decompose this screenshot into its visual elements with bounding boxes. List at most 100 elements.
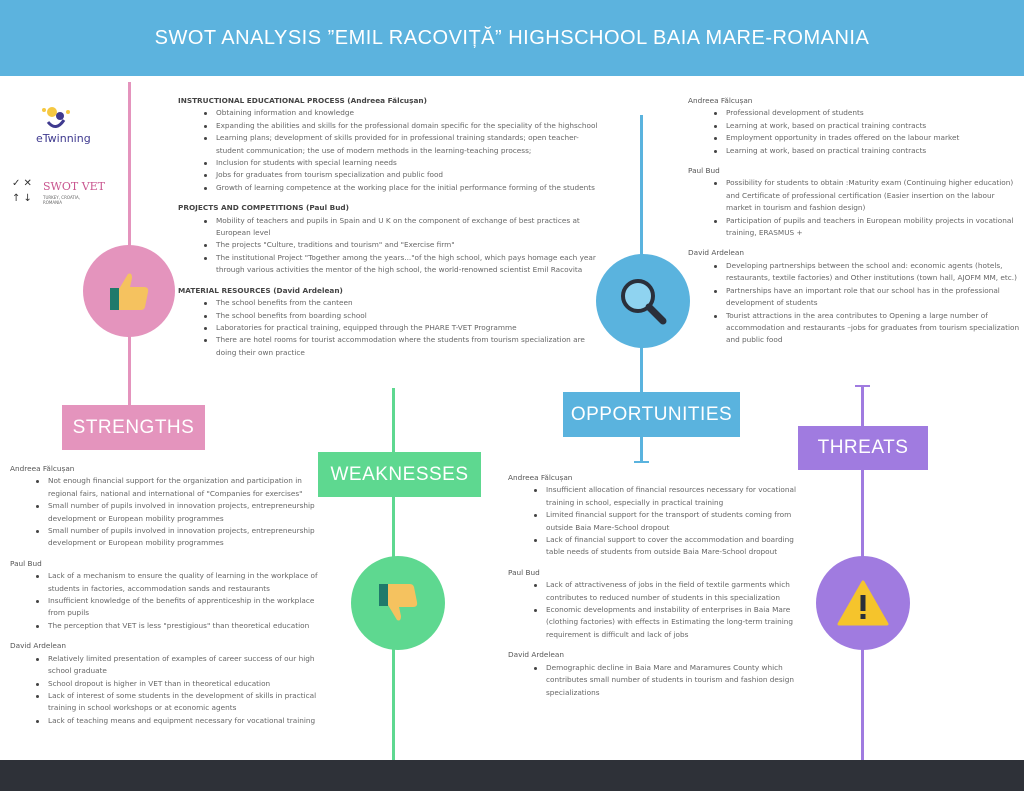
threats-line-cap	[855, 385, 870, 387]
list-item: Lack of attractiveness of jobs in the fi…	[534, 579, 808, 604]
list-item: Not enough financial support for the org…	[36, 475, 330, 500]
list-item: Growth of learning competence at the wor…	[204, 182, 598, 194]
thumbs-down-icon	[379, 584, 418, 621]
swot-vet-logo-text: SWOT VET	[43, 180, 106, 193]
list-item: The perception that VET is less "prestig…	[36, 620, 330, 632]
strengths-label: STRENGTHS	[62, 405, 205, 450]
swot-vet-logo-sub: TURKEY, CROATIA, ROMANIA	[43, 195, 80, 205]
list-item: The school benefits from the canteen	[204, 297, 598, 309]
list-item: The institutional Project "Together amon…	[204, 252, 598, 277]
strengths-group: INSTRUCTIONAL EDUCATIONAL PROCESS (Andre…	[178, 95, 598, 194]
threats-label: THREATS	[798, 426, 928, 470]
list-item: Professional development of students	[714, 107, 1022, 119]
bullet-list: Possibility for students to obtain :Matu…	[688, 177, 1022, 239]
threats-circle	[816, 556, 910, 650]
thumbs-up-icon	[110, 273, 149, 310]
list-item: Lack of teaching means and equipment nec…	[36, 715, 330, 727]
warning-icon	[837, 580, 889, 626]
list-item: Jobs for graduates from tourism speciali…	[204, 169, 598, 181]
strengths-group: MATERIAL RESOURCES (David Ardelean) The s…	[178, 285, 598, 359]
bullet-list: Lack of attractiveness of jobs in the fi…	[508, 579, 808, 641]
strengths-group: PROJECTS AND COMPETITIONS (Paul Bud) Mobi…	[178, 202, 598, 276]
list-item: There are hotel rooms for tourist accomm…	[204, 334, 598, 359]
swot-vet-logo: ✓ ✕ ↑ ↓ SWOT VET TURKEY, CROATIA, ROMANI…	[12, 178, 106, 205]
list-item: Learning plans; development of skills pr…	[204, 132, 598, 157]
strengths-content: INSTRUCTIONAL EDUCATIONAL PROCESS (Andre…	[178, 95, 598, 367]
list-item: Possibility for students to obtain :Matu…	[714, 177, 1022, 214]
opportunities-circle	[596, 254, 690, 348]
list-item: School dropout is higher in VET than in …	[36, 678, 330, 690]
bullet-list: Mobility of teachers and pupils in Spain…	[178, 215, 598, 277]
list-item: Insufficient knowledge of the benefits o…	[36, 595, 330, 620]
bullet-list: Demographic decline in Baia Mare and Mar…	[508, 662, 808, 699]
group-heading: David Ardelean	[10, 641, 66, 651]
list-item: Participation of pupils and teachers in …	[714, 215, 1022, 240]
page-title: SWOT ANALYSIS ”EMIL RACOVIȚĂ” HIGHSCHOOL…	[154, 26, 870, 49]
etwinning-logo: eTwinning	[22, 102, 97, 148]
opportunities-line-cap	[634, 461, 649, 463]
group-heading: Andreea Fălcușan	[10, 464, 75, 473]
magnifier-icon	[621, 279, 667, 325]
group-heading: Paul Bud	[10, 558, 42, 568]
list-item: Small number of pupils involved in innov…	[36, 500, 330, 525]
list-item: Expanding the abilities and skills for t…	[204, 120, 598, 132]
list-item: Small number of pupils involved in innov…	[36, 525, 330, 550]
list-item: Economic developments and instability of…	[534, 604, 808, 641]
list-item: Obtaining information and knowledge	[204, 107, 598, 119]
group-heading: David Ardelean	[688, 248, 744, 258]
list-item: The school benefits from boarding school	[204, 310, 598, 322]
list-item: Laboratories for practical training, equ…	[204, 322, 598, 334]
opportunities-label: OPPORTUNITIES	[563, 392, 740, 437]
list-item: Partnerships have an important role that…	[714, 285, 1022, 310]
weaknesses-label: WEAKNESSES	[318, 452, 481, 497]
list-item: Lack of interest of some students in the…	[36, 690, 330, 715]
etwinning-logo-text: eTwinning	[36, 132, 91, 145]
group-heading: Andreea Fălcușan	[688, 96, 753, 105]
group-heading: MATERIAL RESOURCES (David Ardelean)	[178, 285, 343, 295]
group-heading: David Ardelean	[508, 650, 564, 660]
bullet-list: Not enough financial support for the org…	[10, 475, 330, 549]
list-item: Inclusion for students with special lear…	[204, 157, 598, 169]
bullet-list: Relatively limited presentation of examp…	[10, 653, 330, 727]
bullet-list: Developing partnerships between the scho…	[688, 260, 1022, 347]
list-item: Employment opportunity in trades offered…	[714, 132, 1022, 144]
bullet-list: Insufficient allocation of financial res…	[508, 484, 808, 558]
list-item: Insufficient allocation of financial res…	[534, 484, 808, 509]
list-item: Relatively limited presentation of examp…	[36, 653, 330, 678]
list-item: Tourist attractions in the area contribu…	[714, 310, 1022, 347]
list-item: The projects "Culture, traditions and to…	[204, 239, 598, 251]
group-heading: INSTRUCTIONAL EDUCATIONAL PROCESS (Andre…	[178, 96, 427, 105]
bullet-list: Lack of a mechanism to ensure the qualit…	[10, 570, 330, 632]
list-item: Learning at work, based on practical tra…	[714, 120, 1022, 132]
group-heading: Andreea Fălcușan	[508, 473, 573, 482]
list-item: Learning at work, based on practical tra…	[714, 145, 1022, 157]
group-heading: PROJECTS AND COMPETITIONS (Paul Bud)	[178, 203, 349, 213]
group-heading: Paul Bud	[508, 567, 540, 577]
group-heading: Paul Bud	[688, 166, 720, 176]
list-item: Lack of a mechanism to ensure the qualit…	[36, 570, 330, 595]
header-banner: SWOT ANALYSIS ”EMIL RACOVIȚĂ” HIGHSCHOOL…	[0, 0, 1024, 76]
list-item: Lack of financial support to cover the a…	[534, 534, 808, 559]
list-item: Mobility of teachers and pupils in Spain…	[204, 215, 598, 240]
list-item: Demographic decline in Baia Mare and Mar…	[534, 662, 808, 699]
weaknesses-circle	[351, 556, 445, 650]
strengths-circle	[83, 245, 175, 337]
list-item: Limited financial support for the transp…	[534, 509, 808, 534]
list-item: Developing partnerships between the scho…	[714, 260, 1022, 285]
footer-bar	[0, 760, 1024, 791]
